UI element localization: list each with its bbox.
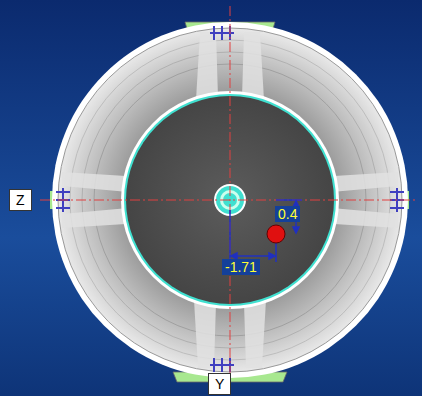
dimension-value: 0.4 — [275, 206, 300, 222]
axis-label: Y — [208, 373, 231, 395]
dimension-value: -1.71 — [222, 259, 260, 275]
axis-label: Z — [9, 189, 32, 211]
